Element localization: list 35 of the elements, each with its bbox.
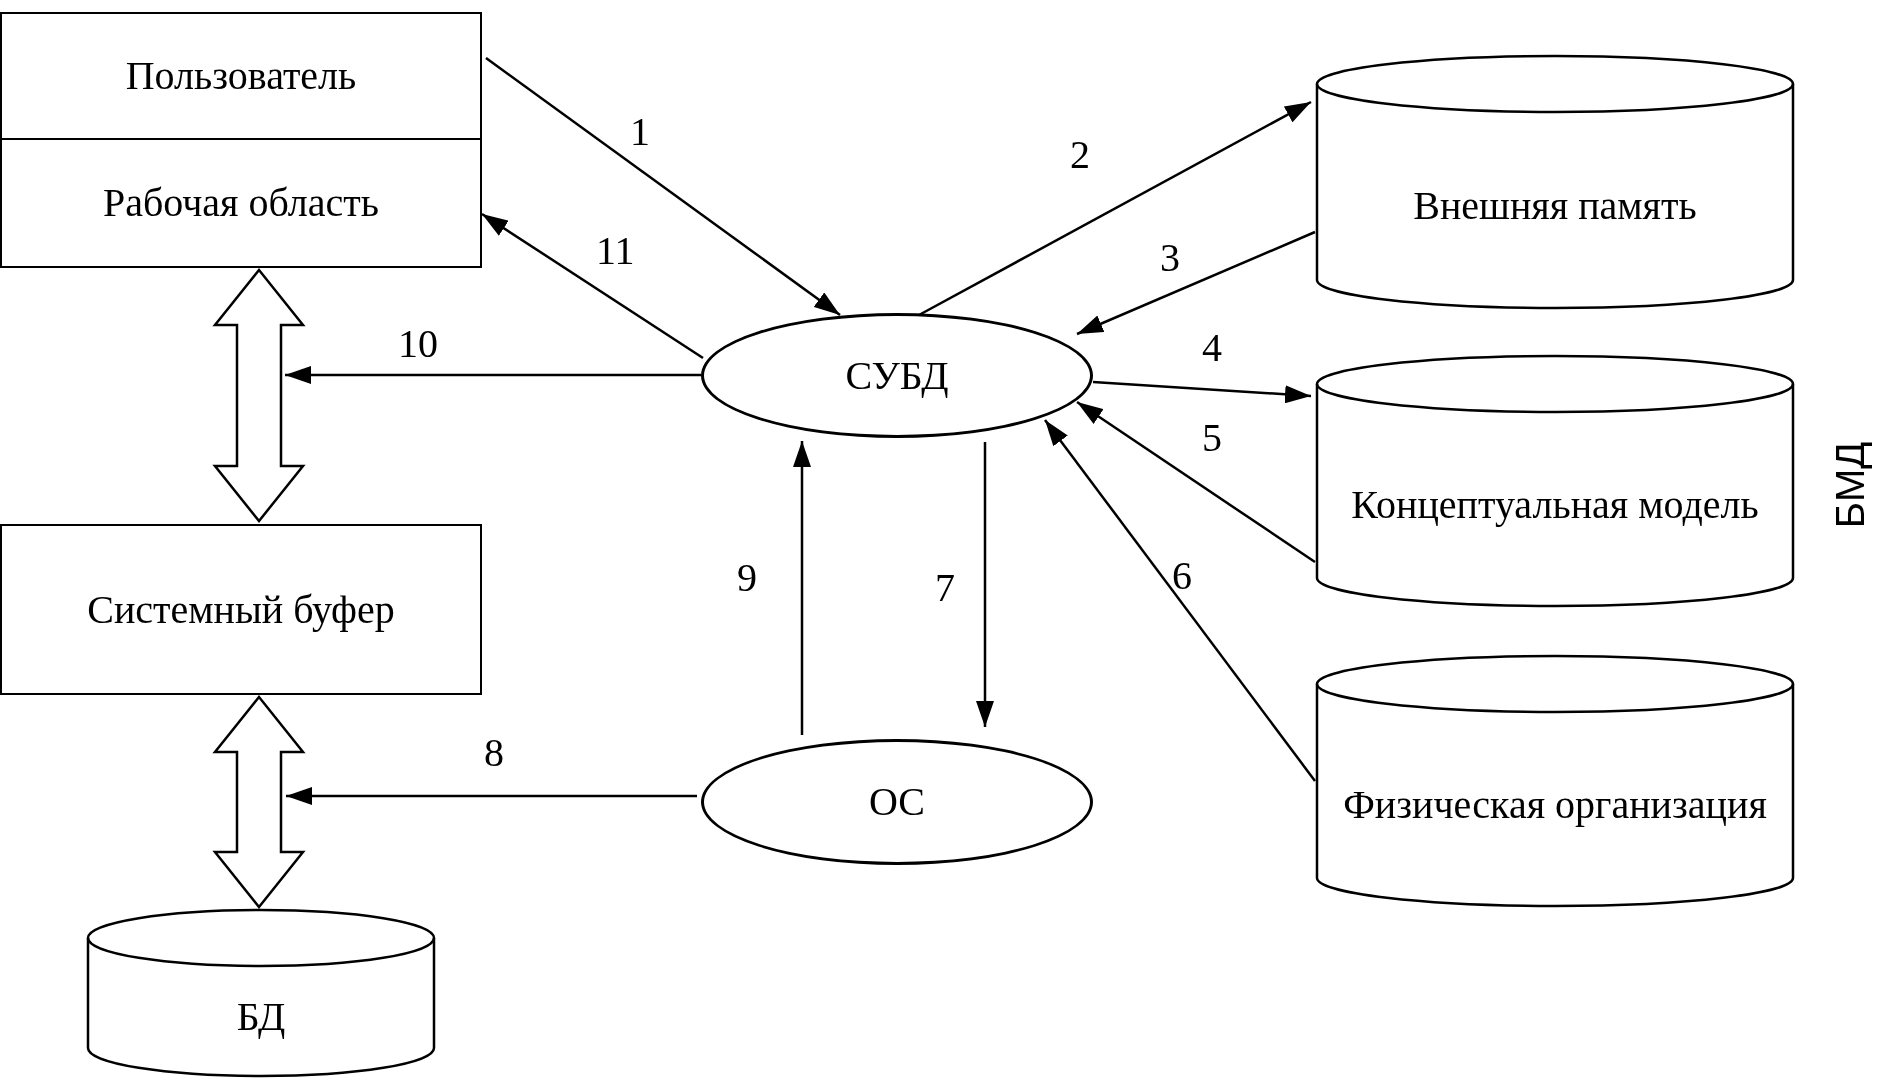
node-label: Системный буфер [86,585,396,634]
arrow [285,366,701,384]
arrow [1092,380,1312,404]
edge-label: 3 [1160,238,1180,278]
double-arrow [212,695,306,909]
side-label: БМД [1830,441,1870,529]
process-box [0,138,482,268]
process-box [0,524,482,695]
edge-label: 1 [630,112,650,152]
arrow [1044,419,1316,782]
arrow [976,442,994,727]
edge-label: 8 [484,733,504,773]
arrow [481,212,704,360]
edge-label: 2 [1070,135,1090,175]
edge-label: 4 [1202,328,1222,368]
arrow [1076,230,1316,336]
node-label: Внешняя память [1412,182,1698,230]
edge-label: 9 [737,558,757,598]
node-label: Физическая организация [1342,781,1768,829]
edge-label: 5 [1202,418,1222,458]
node-label: ОС [867,778,927,826]
edge-label: 11 [596,231,635,271]
node-label: Рабочая область [101,179,381,227]
double-arrow [212,268,306,523]
node-label: СУБД [844,351,950,400]
process-box [0,12,482,140]
node-label: Пользователь [124,52,358,100]
node-label: БД [235,993,287,1041]
arrow [286,787,697,805]
arrow [793,441,811,735]
edge-label: 7 [935,568,955,608]
arrow [1076,400,1316,564]
edge-label: 6 [1172,556,1192,596]
node-label: Концептуальная модель [1350,481,1760,529]
edge-label: 10 [398,324,438,364]
